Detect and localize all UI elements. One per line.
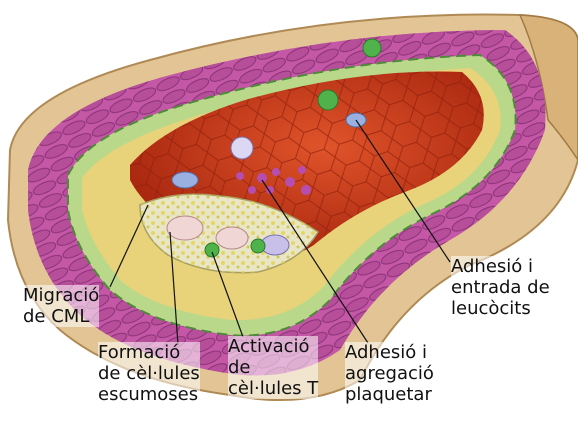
label-adhesio-plaquetar: Adhesió i agregació plaquetar — [345, 342, 434, 405]
label-formacio-line3: escumoses — [98, 384, 200, 405]
label-formacio: Formació de cèl·lules escumoses — [98, 342, 200, 405]
label-plaquetar-line1: Adhesió i — [345, 342, 434, 363]
label-plaquetar-line3: plaquetar — [345, 384, 434, 405]
label-leucocits-line2: entrada de — [451, 277, 550, 298]
label-activacio-line2: de — [228, 357, 318, 378]
label-formacio-line1: Formació — [98, 342, 200, 363]
label-plaquetar-line2: agregació — [345, 363, 434, 384]
label-migracio: Migració de CML — [23, 285, 99, 327]
label-activacio-line1: Activació — [228, 336, 318, 357]
label-leucocits-line1: Adhesió i — [451, 256, 550, 277]
label-migracio-line2: de CML — [23, 306, 99, 327]
label-leucocits-line3: leucòcits — [451, 298, 550, 319]
label-formacio-line2: de cèl·lules — [98, 363, 200, 384]
label-migracio-line1: Migració — [23, 285, 99, 306]
label-activacio-line3: cèl·lules T — [228, 378, 318, 399]
label-adhesio-leucocits: Adhesió i entrada de leucòcits — [451, 256, 550, 319]
label-activacio: Activació de cèl·lules T — [228, 336, 318, 399]
